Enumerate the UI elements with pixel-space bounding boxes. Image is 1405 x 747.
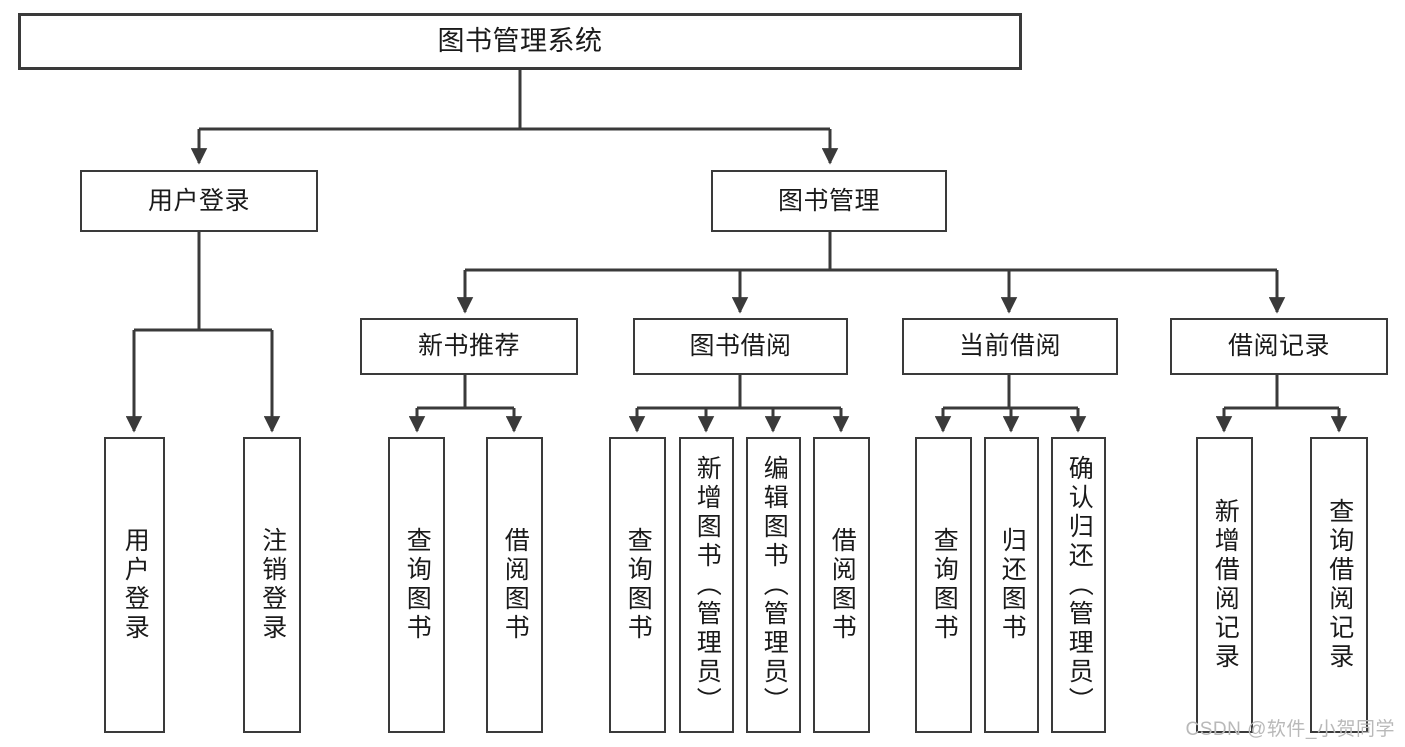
node-leaf-return-book[interactable]: 归还图书 xyxy=(984,437,1039,733)
node-leaf-borrow-book-rec[interactable]: 借阅图书 xyxy=(486,437,543,733)
node-label: 归还图书 xyxy=(998,527,1027,643)
node-book-borrow[interactable]: 图书借阅 xyxy=(633,318,848,375)
node-label: 查询图书 xyxy=(624,527,653,643)
node-label: 查询图书 xyxy=(930,527,959,643)
node-label: 确认归还（管理员） xyxy=(1065,454,1094,716)
node-leaf-add-book[interactable]: 新增图书（管理员） xyxy=(679,437,734,733)
node-label: 新书推荐 xyxy=(417,332,520,361)
node-label: 图书管理系统 xyxy=(437,26,603,57)
node-leaf-edit-book[interactable]: 编辑图书（管理员） xyxy=(746,437,801,733)
node-borrow-record[interactable]: 借阅记录 xyxy=(1170,318,1388,375)
node-label: 查询图书 xyxy=(403,527,432,643)
node-label: 借阅图书 xyxy=(828,527,857,643)
node-label: 用户登录 xyxy=(147,186,250,215)
node-label: 注销登录 xyxy=(258,527,287,643)
node-leaf-confirm-return[interactable]: 确认归还（管理员） xyxy=(1051,437,1106,733)
node-leaf-user-login[interactable]: 用户登录 xyxy=(104,437,165,733)
node-label: 当前借阅 xyxy=(958,332,1061,361)
node-leaf-add-record[interactable]: 新增借阅记录 xyxy=(1196,437,1253,733)
node-label: 编辑图书（管理员） xyxy=(760,454,789,716)
node-label: 用户登录 xyxy=(121,527,150,643)
node-label: 新增借阅记录 xyxy=(1211,498,1240,672)
node-label: 图书管理 xyxy=(777,186,880,215)
node-leaf-borrow-book[interactable]: 借阅图书 xyxy=(813,437,870,733)
node-current-borrow[interactable]: 当前借阅 xyxy=(902,318,1118,375)
node-leaf-logout[interactable]: 注销登录 xyxy=(243,437,301,733)
node-root-system[interactable]: 图书管理系统 xyxy=(18,13,1022,70)
node-new-book-recommend[interactable]: 新书推荐 xyxy=(360,318,578,375)
node-label: 借阅记录 xyxy=(1227,332,1330,361)
node-leaf-query-book-rec[interactable]: 查询图书 xyxy=(388,437,445,733)
node-leaf-query-record[interactable]: 查询借阅记录 xyxy=(1310,437,1368,733)
node-label: 新增图书（管理员） xyxy=(693,454,722,716)
node-book-manage[interactable]: 图书管理 xyxy=(711,170,947,232)
node-label: 图书借阅 xyxy=(689,332,792,361)
node-user-login[interactable]: 用户登录 xyxy=(80,170,318,232)
node-label: 借阅图书 xyxy=(501,527,530,643)
node-leaf-query-book-current[interactable]: 查询图书 xyxy=(915,437,972,733)
node-label: 查询借阅记录 xyxy=(1325,498,1354,672)
node-leaf-query-book-borrow[interactable]: 查询图书 xyxy=(609,437,666,733)
